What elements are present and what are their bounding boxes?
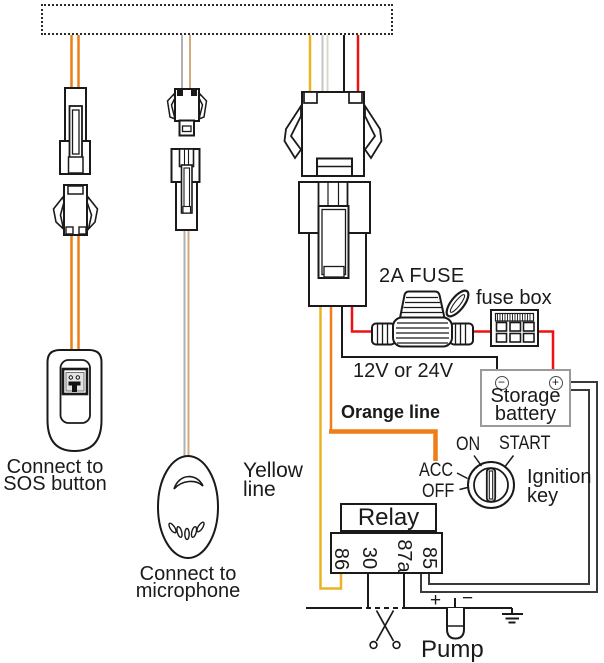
relay-pin-box (330, 532, 443, 574)
fuse-box-label: fuse box (476, 287, 552, 309)
battery-to-relay85-wire (420, 381, 598, 593)
ignition-switch-icon (456, 455, 515, 509)
relay-box: Relay (340, 503, 437, 532)
sos-label: Connect to SOS button (3, 456, 107, 495)
device-box (41, 4, 393, 35)
pump-minus-label: − (462, 588, 474, 609)
sos-button (46, 349, 103, 453)
ignition-start-label: START (499, 433, 551, 454)
sos-connector-plug (59, 87, 91, 175)
ignition-off-label: OFF (422, 481, 455, 502)
tan-wires (187, 34, 191, 458)
voltage-label: 12V or 24V (353, 360, 454, 382)
ignition-on-label: ON (456, 434, 481, 455)
yellow-wires (308, 34, 343, 590)
orange-line-to-acc (329, 429, 438, 461)
main-connector-lower (298, 181, 371, 307)
relay-pin-87a: 87a (393, 539, 416, 573)
main-connector-upper (283, 91, 383, 177)
ignition-acc-label: ACC (419, 460, 454, 481)
scissors-cut-icon (369, 610, 401, 650)
relay-pin-86: 86 (330, 547, 353, 571)
mic-connector-socket (170, 148, 201, 231)
ground-icon (502, 608, 523, 624)
relay-pin-85: 85 (418, 546, 441, 570)
mic-connector-plug (166, 88, 208, 137)
ignition-key-label: Ignition key (527, 466, 592, 507)
yellow-line-label: Yellow line (243, 459, 303, 501)
microphone (157, 455, 219, 559)
mic-label: Connect to microphone (135, 563, 241, 602)
fuse (371, 289, 474, 348)
pump-icon (446, 608, 465, 640)
pump-label: Pump (421, 636, 484, 663)
red-wires (350, 34, 555, 370)
fuse-box-icon (490, 309, 539, 347)
battery-plus-terminal: + (548, 375, 563, 390)
battery-minus-terminal: − (494, 375, 509, 390)
orange-wires (70, 34, 333, 431)
storage-battery: − + Storage battery (480, 369, 571, 427)
sos-connector-socket (52, 184, 99, 236)
orange-line-label: Orange line (341, 402, 441, 422)
pump-plus-label: + (430, 590, 442, 611)
relay-pin-30: 30 (358, 546, 381, 570)
battery-label: Storage battery (490, 385, 561, 425)
relay-label: Relay (357, 503, 420, 531)
gray-wires (181, 34, 186, 458)
fuse-label: 2A FUSE (379, 265, 465, 287)
